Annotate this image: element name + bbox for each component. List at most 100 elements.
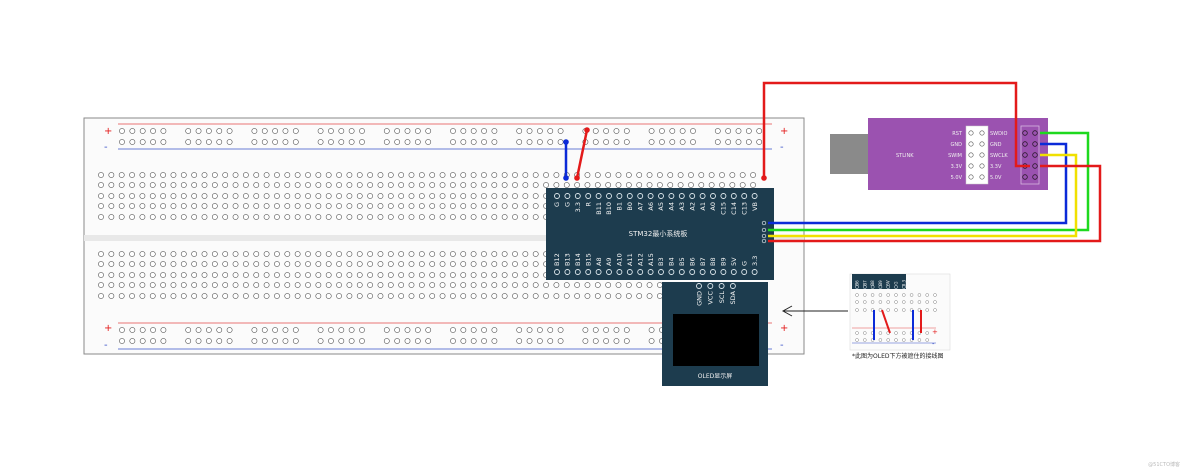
rail-hole (582, 338, 589, 344)
rail-hole (185, 327, 192, 333)
breadboard-hole (553, 282, 560, 288)
breadboard-hole (284, 203, 291, 209)
rail-hole (547, 139, 554, 145)
breadboard-hole (139, 261, 146, 267)
breadboard-hole (274, 293, 280, 299)
stm32-bottom-pin (564, 269, 571, 275)
breadboard-hole (574, 182, 580, 188)
breadboard-hole (429, 293, 436, 299)
breadboard-hole (418, 282, 425, 288)
breadboard-hole (356, 261, 363, 267)
rail-hole (338, 327, 345, 333)
rail-hole (119, 139, 125, 145)
inset-rail-hole (902, 331, 906, 335)
breadboard-hole (253, 261, 260, 267)
breadboard-hole (274, 251, 280, 257)
breadboard-hole (657, 293, 663, 299)
breadboard-hole (408, 293, 415, 299)
breadboard-hole (232, 293, 239, 299)
rail-hole (557, 128, 564, 134)
rail-hole (714, 139, 721, 145)
breadboard-hole (98, 193, 104, 199)
top-plus-left: + (104, 126, 112, 137)
breadboard-hole (491, 182, 498, 188)
rail-hole (481, 327, 487, 333)
stlink-output-header (1020, 125, 1040, 185)
inset-hole (878, 293, 883, 297)
breadboard-hole (284, 272, 291, 278)
inset-hole (863, 300, 867, 304)
breadboard-hole (398, 282, 405, 288)
rail-hole (450, 338, 456, 344)
breadboard-hole (315, 293, 322, 299)
breadboard-hole (398, 272, 405, 278)
breadboard-hole (449, 293, 456, 299)
breadboard-hole (387, 203, 394, 209)
stm32-top-pin-label: A4 (668, 202, 676, 211)
breadboard-hole (460, 261, 467, 267)
stm32-bottom-pin-label: A11 (626, 253, 634, 266)
stm32-top-pin (585, 193, 592, 199)
breadboard-hole (367, 251, 373, 257)
stlink-right-pin-label: 5.0V (990, 175, 1002, 181)
breadboard-hole (346, 261, 353, 267)
breadboard-hole (615, 282, 622, 288)
rail-hole (714, 128, 721, 134)
rail-hole (414, 139, 421, 145)
breadboard-hole (481, 182, 487, 188)
breadboard-hole (305, 272, 311, 278)
inset-hole (894, 308, 898, 312)
breadboard-hole (481, 293, 487, 299)
breadboard-hole (201, 203, 208, 209)
breadboard-hole (418, 251, 425, 257)
breadboard-hole (305, 282, 311, 288)
rail-hole (582, 327, 589, 333)
breadboard-hole (336, 251, 342, 257)
breadboard-hole (129, 203, 135, 209)
stm32-top-pin-label: VB (751, 202, 759, 211)
stm32-top-pin-label: 3.3 (574, 202, 582, 212)
rail-hole (516, 139, 523, 145)
top-minus-left: - (104, 142, 108, 153)
rail-hole (425, 128, 432, 134)
rail-hole (613, 338, 620, 344)
stm32-bottom-pin (626, 269, 633, 275)
rail-hole (756, 139, 763, 145)
rail-hole (251, 327, 258, 333)
breadboard-hole (429, 193, 436, 199)
breadboard-hole (481, 172, 487, 178)
breadboard-hole (356, 293, 363, 299)
rail-hole (481, 128, 487, 134)
breadboard-hole (160, 261, 166, 267)
rail-hole (150, 139, 156, 145)
breadboard-hole (336, 182, 342, 188)
breadboard-hole (408, 251, 415, 257)
stm32-top-pin (554, 193, 560, 199)
breadboard-hole (739, 182, 746, 188)
breadboard-hole (149, 293, 156, 299)
inset-hole (933, 293, 937, 297)
inset-rail-hole (863, 331, 867, 335)
stm32-top-pin (720, 193, 727, 199)
rail-hole (491, 338, 498, 344)
rail-hole (195, 128, 202, 134)
breadboard-hole (418, 193, 425, 199)
rail-hole (690, 139, 696, 145)
breadboard-hole (284, 261, 291, 267)
stlink-left-pin-label: RST (952, 131, 963, 137)
breadboard-hole (160, 293, 166, 299)
rail-hole (537, 128, 543, 134)
breadboard-hole (232, 203, 239, 209)
breadboard-hole (615, 172, 622, 178)
breadboard-hole (170, 293, 177, 299)
breadboard-hole (263, 214, 270, 220)
rail-hole (648, 338, 655, 344)
breadboard-hole (491, 214, 498, 220)
breadboard-hole (429, 272, 436, 278)
breadboard-hole (325, 272, 332, 278)
rail-hole (470, 327, 477, 333)
rail-hole (460, 128, 467, 134)
breadboard-hole (149, 272, 156, 278)
breadboard-hole (191, 261, 198, 267)
breadboard-hole (242, 203, 249, 209)
